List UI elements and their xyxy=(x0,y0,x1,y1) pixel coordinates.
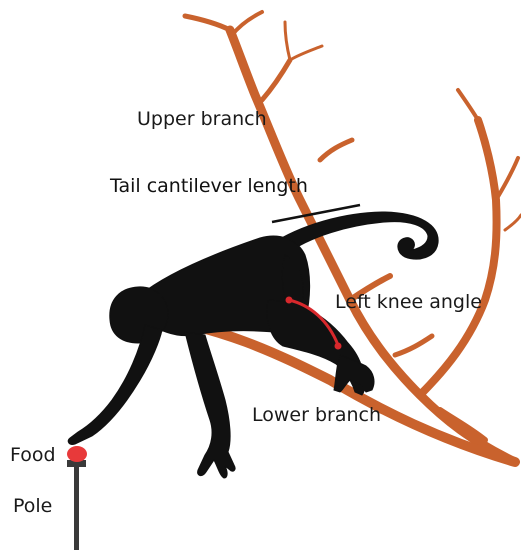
upper-branch-label: Upper branch xyxy=(137,110,267,129)
upper-twig-5 xyxy=(290,46,322,60)
knee-angle-point-top xyxy=(286,297,293,304)
right-branch xyxy=(420,120,497,395)
upper-twig-3 xyxy=(262,60,290,100)
left-knee-angle-label: Left knee angle xyxy=(335,293,482,312)
upper-twig-2 xyxy=(232,12,262,35)
right-branch-twig xyxy=(496,158,518,200)
upper-twig-4 xyxy=(285,22,290,60)
monkey-second-arm xyxy=(185,332,235,478)
knee-angle-point-bottom xyxy=(335,343,342,350)
food-label: Food xyxy=(10,446,56,465)
pole-label: Pole xyxy=(13,497,52,516)
mid-twig-3 xyxy=(395,336,432,355)
tail-cantilever-label: Tail cantilever length xyxy=(110,177,308,196)
upper-twig-1 xyxy=(185,16,230,30)
pole-shaft xyxy=(74,462,79,550)
lower-branch-label: Lower branch xyxy=(252,406,381,425)
food-item xyxy=(67,446,87,462)
right-branch-twig-2 xyxy=(505,215,521,230)
mid-twig xyxy=(320,140,352,160)
pole-and-food xyxy=(67,446,87,550)
tree-branches xyxy=(135,12,521,462)
right-branch-top xyxy=(458,90,478,120)
monkey-front-arm xyxy=(68,325,162,444)
